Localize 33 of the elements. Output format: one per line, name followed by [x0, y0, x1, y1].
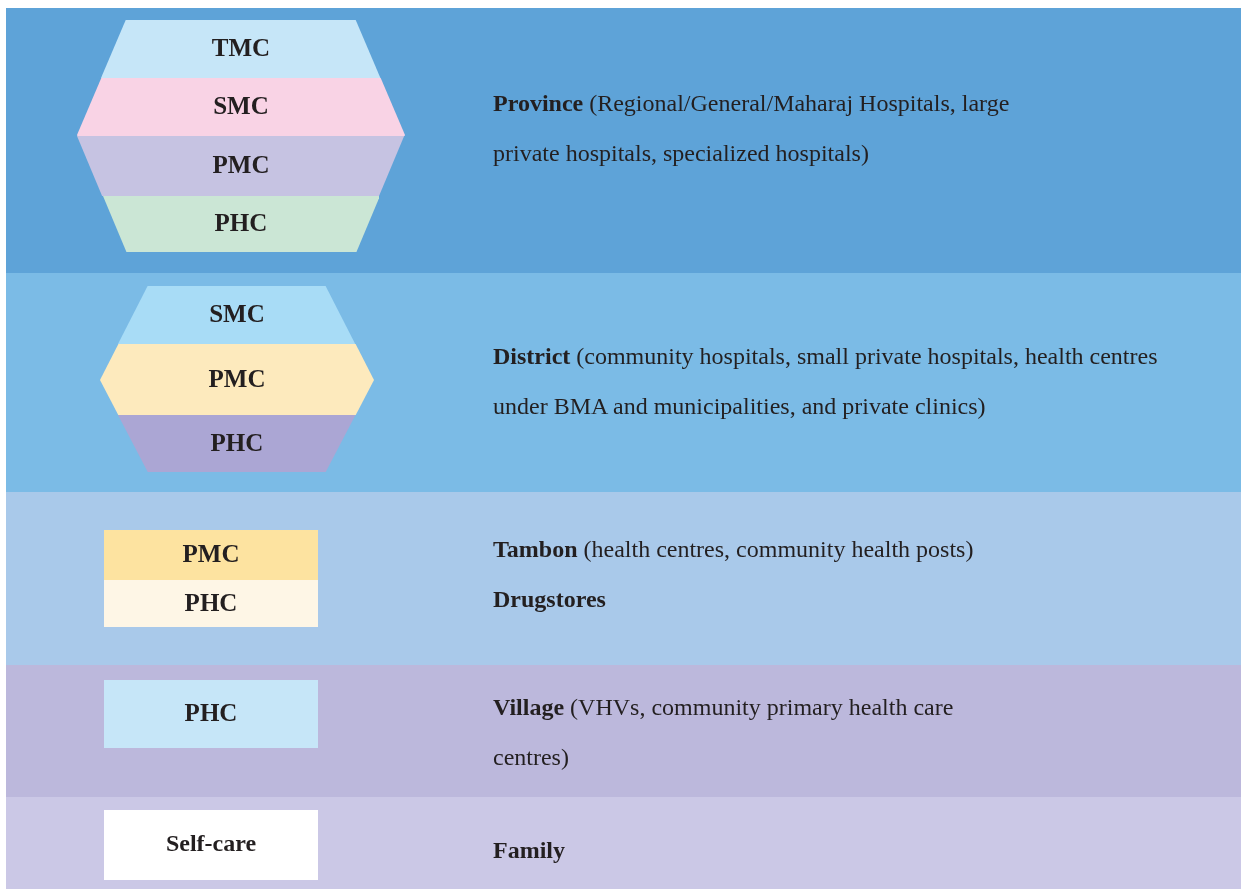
level-label: PHC: [183, 588, 239, 617]
level-label: PMC: [207, 364, 267, 393]
level-label: TMC: [210, 34, 272, 62]
care-level-box: [104, 530, 318, 580]
level-label: Self-care: [164, 830, 258, 857]
tier-band: [6, 8, 1241, 273]
hexagon-tier-band: [102, 196, 380, 252]
hexagon-tier-band: [100, 344, 374, 415]
care-level-box: [104, 810, 318, 880]
level-label: SMC: [208, 300, 266, 328]
level-label: PMC: [181, 540, 241, 568]
hexagon-tier-band: [118, 415, 356, 472]
tier-description: Tambon (health centres, community health posts): [493, 535, 974, 564]
tier-band: [6, 273, 1241, 492]
level-label: PMC: [211, 151, 271, 179]
tier-band: [6, 492, 1241, 665]
tier-description: Drugstores: [493, 585, 606, 614]
tier-description: Village (VHVs, community primary health care centres): [493, 693, 955, 772]
tier-description: Family: [493, 836, 565, 865]
hexagon-tier-band: [77, 136, 405, 196]
level-label: PHC: [213, 209, 269, 237]
hexagon-tier-band: [118, 286, 356, 344]
tier-band: [6, 665, 1241, 797]
care-level-box: [104, 580, 318, 627]
care-level-box: [104, 680, 318, 748]
level-label: SMC: [212, 92, 270, 120]
tier-band: [6, 797, 1241, 889]
level-label: PHC: [183, 699, 239, 727]
hexagon-tier-band: [101, 20, 381, 78]
hexagon-tier-band: [77, 78, 405, 136]
level-label: PHC: [209, 428, 265, 457]
tier-description: Province (Regional/General/Maharaj Hospitals, large private hospitals, specialized hospitals): [493, 89, 1011, 168]
tier-description: District (community hospitals, small private hospitals, health centres under BMA and municipalities, and private clinics): [493, 342, 1159, 421]
